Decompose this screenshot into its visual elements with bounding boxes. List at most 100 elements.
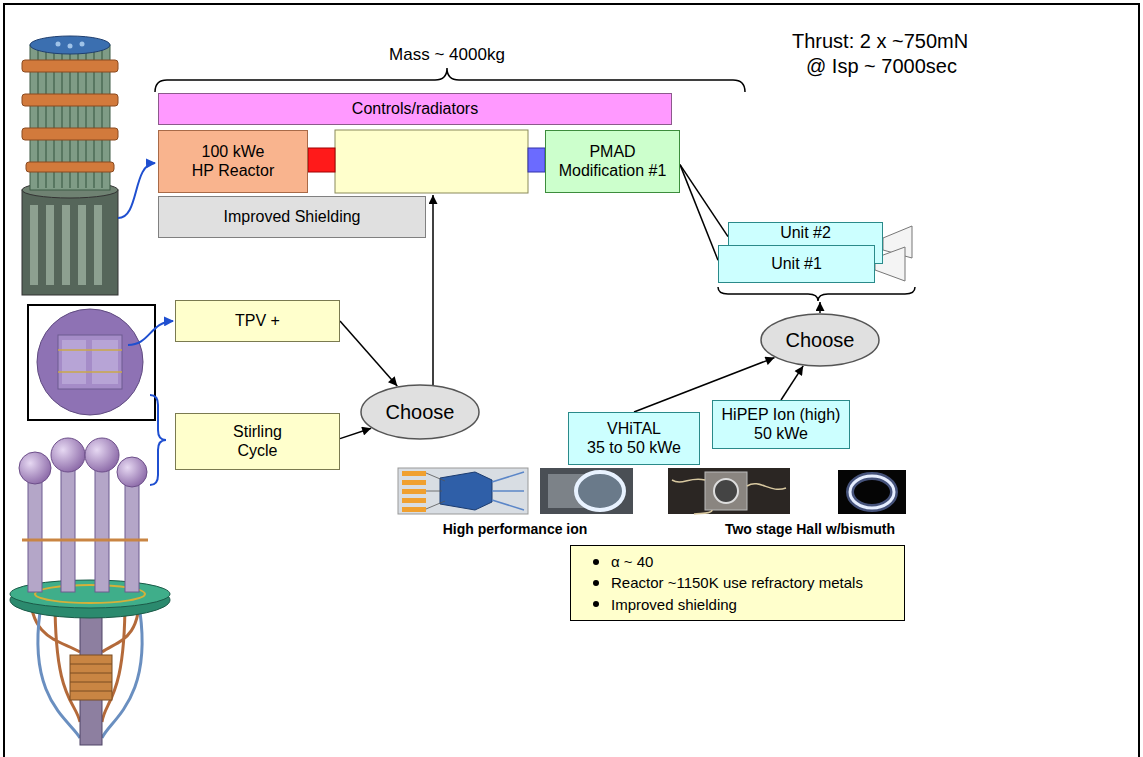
converter-box: [335, 130, 528, 193]
converter-option-box: Stirling Cycle: [175, 413, 340, 470]
ion-thruster-schematic: [402, 471, 426, 476]
bullet-row: α ~ 40: [593, 553, 653, 570]
stirling-illustration: [85, 438, 119, 472]
hall-plume-photo: [838, 470, 906, 514]
node-text: Unit #2: [780, 224, 831, 242]
bullet-row: Improved shielding: [593, 596, 737, 613]
ion-thruster-schematic: [492, 472, 524, 510]
reactor-box: 100 kWe HP Reactor: [158, 130, 308, 193]
reactor-illustration: [22, 128, 118, 140]
tpv-wafer-photo: [62, 340, 86, 384]
node-text: PMAD Modification #1: [557, 143, 669, 180]
ion-thruster-schematic: [402, 507, 426, 512]
stirling-illustration: [19, 452, 51, 484]
reactor-illustration: [22, 190, 118, 295]
ion-thruster-schematic: [402, 480, 426, 485]
reactor-illustration: [22, 36, 118, 295]
node-text: Stirling Cycle: [228, 423, 288, 460]
reactor-illustration: [56, 42, 61, 47]
ion-thruster-photo: [540, 468, 633, 514]
ion-thruster-photo: [576, 472, 624, 510]
reactor-illustration: [22, 94, 118, 106]
node-text: Choose: [786, 329, 855, 352]
connector-line: [340, 321, 397, 386]
bullet-dot: [593, 580, 599, 586]
connector-line: [340, 428, 371, 438]
notes-box: α ~ 40 Reactor ~1150K use refractory meta…: [570, 545, 905, 621]
choice-ellipse: Choose: [760, 313, 880, 367]
ion-thruster-schematic: [402, 498, 426, 503]
mass-bracket: [155, 68, 745, 92]
converter-option-box: TPV +: [175, 300, 340, 342]
reactor-coupling: [308, 148, 335, 172]
stirling-illustration: [95, 468, 109, 592]
connector-line: [680, 165, 718, 261]
tpv-wafer-photo: [28, 305, 155, 420]
hall-plume-photo: [850, 476, 894, 508]
mass-label: Mass ~ 4000kg: [389, 45, 505, 65]
tpv-wafer-photo: [92, 340, 118, 384]
ion-thruster-schematic: [426, 473, 445, 509]
bullet-row: Reactor ~1150K use refractory metals: [593, 574, 863, 591]
ion-thruster-photo: [540, 468, 633, 514]
node-text: Improved shielding: [611, 596, 737, 613]
hall-thruster-photo: [672, 479, 786, 514]
node-text: Choose: [386, 401, 455, 424]
node-text: TPV +: [235, 312, 280, 330]
reactor-illustration: [68, 44, 73, 49]
ion-thruster-schematic: [398, 468, 528, 514]
page-frame: [4, 4, 1139, 757]
hall-plume-photo: [838, 470, 906, 514]
stirling-illustration: [61, 468, 75, 592]
ion-thruster-schematic: [402, 489, 426, 494]
tpv-wafer-photo: [37, 309, 143, 415]
stirling-illustration: [117, 457, 147, 487]
stirling-illustration: [28, 480, 42, 592]
thruster-bracket: [718, 287, 915, 301]
bullet-dot: [593, 601, 599, 607]
thrust-label: Thrust: 2 x ~750mN: [792, 30, 968, 53]
node-text: VHiTAL: [607, 420, 661, 438]
pmad-coupling: [528, 148, 545, 172]
connector-line: [781, 366, 803, 400]
hall-thruster-photo: [705, 472, 747, 510]
shielding-box: Improved Shielding: [158, 196, 426, 238]
choice-ellipse: Choose: [360, 384, 480, 440]
stirling-bracket: [150, 395, 166, 485]
pointer-arrow: [118, 163, 155, 218]
tpv-wafer-photo: [58, 350, 122, 372]
reactor-illustration: [94, 205, 102, 285]
reactor-illustration: [22, 60, 118, 72]
ellipse-outline: [761, 314, 879, 366]
stirling-illustration: [70, 664, 112, 691]
node-text: α ~ 40: [611, 553, 653, 570]
stirling-illustration: [51, 438, 85, 472]
reactor-illustration: [80, 42, 85, 47]
reactor-illustration: [26, 162, 114, 172]
pointer-arrow: [128, 321, 173, 345]
reactor-illustration: [46, 205, 54, 285]
reactor-illustration: [78, 205, 86, 285]
node-text: Reactor ~1150K use refractory metals: [611, 574, 863, 591]
reactor-illustration: [62, 205, 70, 285]
radiator-band: Controls/radiators: [158, 93, 672, 125]
hall-thruster-photo: [668, 468, 790, 514]
tpv-wafer-photo: [58, 335, 122, 389]
reactor-illustration: [30, 205, 38, 285]
node-text: 100 kWe HP Reactor: [190, 143, 276, 180]
node-text: 50 kWe: [754, 425, 808, 443]
hall-thruster-photo: [668, 468, 790, 514]
choice-arrow: [432, 195, 434, 386]
ellipse-outline: [361, 385, 479, 439]
node-text: Improved Shielding: [224, 208, 361, 226]
thruster-option-box: HiPEP Ion (high)50 kWe: [712, 400, 850, 449]
ion-thruster-schematic: [398, 468, 528, 514]
thruster-option-box: VHiTAL35 to 50 kWe: [568, 412, 700, 465]
thruster-unit-box: Unit #1: [718, 245, 875, 283]
node-text: Unit #1: [771, 255, 822, 273]
node-text: Controls/radiators: [352, 100, 478, 118]
stirling-illustration: [70, 655, 112, 700]
bullet-dot: [593, 559, 599, 565]
photo-caption: High performance ion: [443, 521, 588, 537]
